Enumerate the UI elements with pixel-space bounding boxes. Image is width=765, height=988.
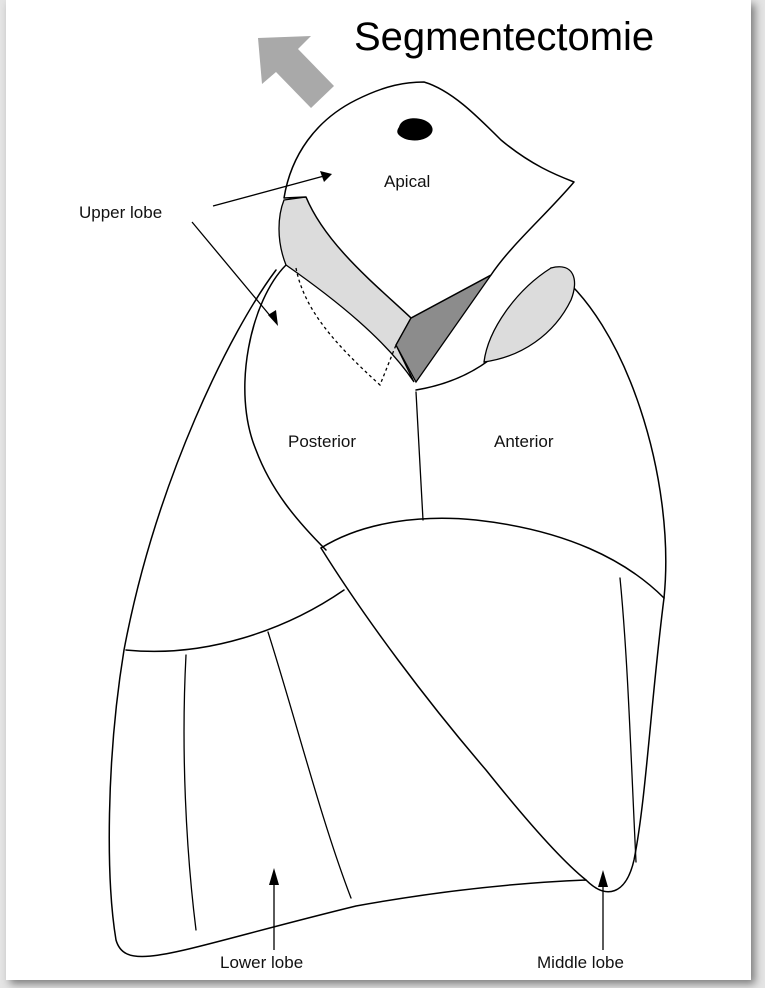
- major-fissure: [321, 518, 664, 598]
- upper-lobe-label: Upper lobe: [79, 203, 162, 222]
- lower-lobe-outline: [109, 270, 664, 957]
- cut-surface-anterior: [484, 267, 575, 362]
- segment-divider: [416, 392, 423, 520]
- direction-arrow: [258, 36, 334, 108]
- lower-lobe-arrow: [269, 868, 279, 950]
- figure-title: Segmentectomie: [354, 15, 654, 60]
- middle-lobe-label: Middle lobe: [537, 953, 624, 972]
- lower-segment-line-2: [268, 632, 351, 898]
- posterior-segment: [245, 265, 326, 550]
- oblique-fissure: [321, 548, 586, 880]
- lower-lobe-top: [126, 590, 344, 651]
- anterior-label: Anterior: [494, 432, 554, 451]
- lower-lobe-label: Lower lobe: [220, 953, 303, 972]
- posterior-label: Posterior: [288, 432, 356, 451]
- lower-segment-line-1: [184, 655, 196, 930]
- middle-lobe-arrow: [598, 870, 608, 950]
- middle-segment-line: [620, 578, 636, 862]
- apical-label: Apical: [384, 172, 430, 191]
- figure-card: Apical Posterior Anterior Upper lobe Low…: [6, 0, 751, 980]
- lung-segment-diagram: Apical Posterior Anterior Upper lobe Low…: [6, 0, 751, 980]
